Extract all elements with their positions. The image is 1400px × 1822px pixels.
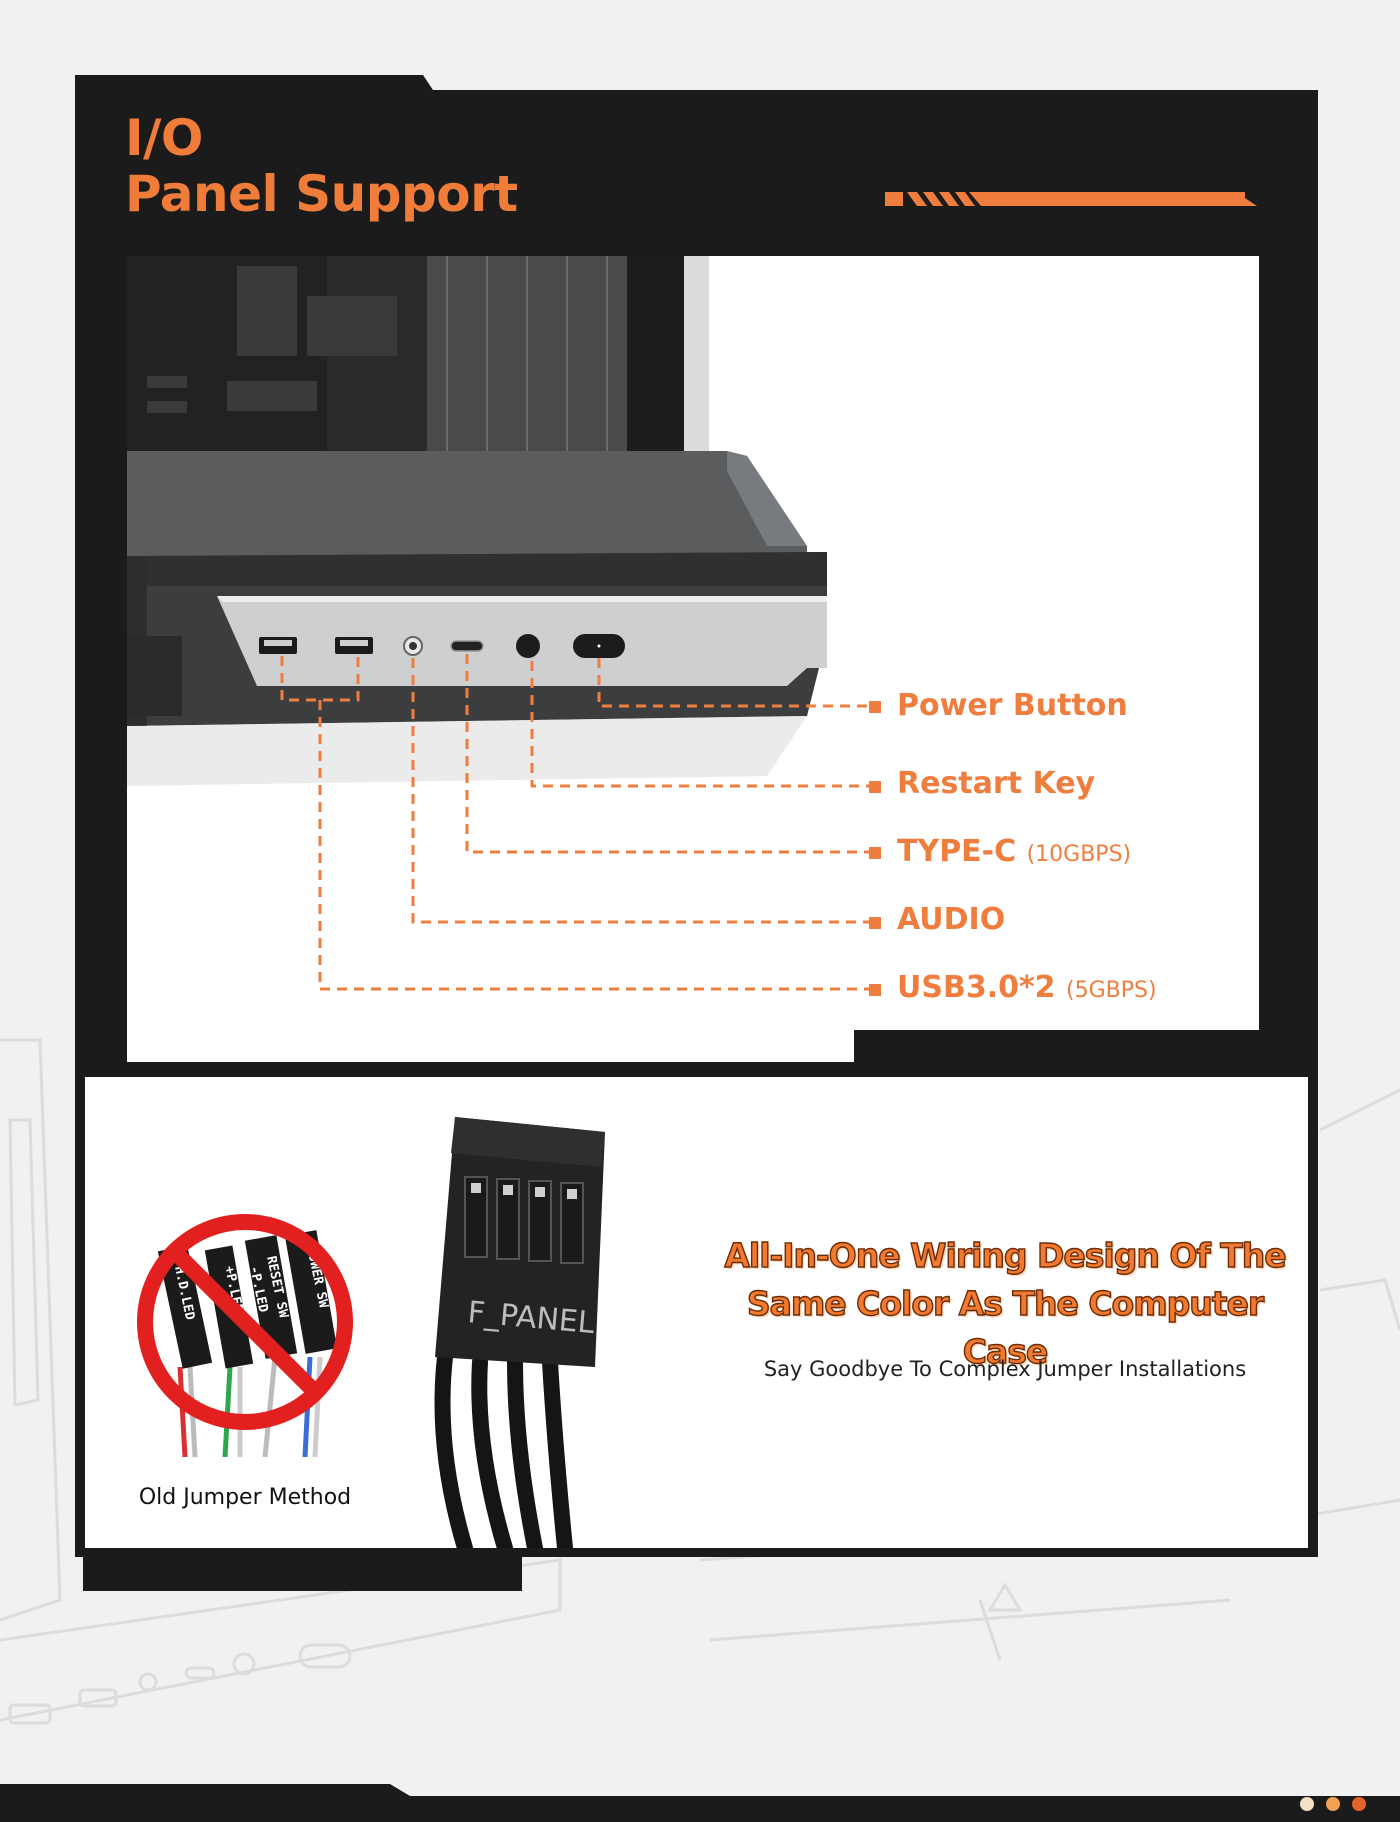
case-illustration	[127, 256, 881, 996]
wiring-panel: H.D.LED +P.LED -P.LED RESET SW POWER SW …	[85, 1077, 1308, 1548]
io-label-typec-spec: (10GBPS)	[1026, 842, 1132, 867]
footer-dot-3	[1352, 1797, 1366, 1811]
io-label-typec: TYPE-C (10GBPS)	[897, 834, 1131, 873]
old-jumper-illustration: H.D.LED +P.LED -P.LED RESET SW POWER SW	[137, 1214, 353, 1458]
io-label-restart: Restart Key	[897, 766, 1095, 802]
f-panel-connector: F_PANEL	[434, 1117, 605, 1548]
decorative-stripe	[885, 192, 1257, 206]
io-label-audio-name: AUDIO	[897, 902, 1006, 937]
io-label-restart-name: Restart Key	[897, 766, 1096, 801]
io-label-power: Power Button	[897, 688, 1128, 724]
wiring-headline-line-2: Same Color As The Computer Case	[746, 1283, 1265, 1371]
io-label-usb-name: USB3.0*2	[897, 970, 1056, 1005]
io-label-usb: USB3.0*2 (5GBPS)	[897, 970, 1157, 1009]
title-line-1: I/O	[125, 109, 203, 167]
io-label-power-name: Power Button	[897, 688, 1128, 723]
wiring-headline-line-1: All-In-One Wiring Design Of The	[724, 1235, 1288, 1275]
io-photo-panel: Power Button Restart Key TYPE-C (10GBPS)…	[127, 256, 1259, 1062]
footer-dot-2	[1326, 1797, 1340, 1811]
io-label-audio: AUDIO	[897, 902, 1005, 938]
io-label-typec-name: TYPE-C	[897, 834, 1017, 869]
old-jumper-label: Old Jumper Method	[138, 1485, 352, 1510]
bottom-dark-bar	[83, 1549, 522, 1591]
title-line-2: Panel Support	[125, 165, 518, 223]
io-label-usb-spec: (5GBPS)	[1066, 978, 1157, 1003]
footer-dot-1	[1300, 1797, 1314, 1811]
prohibited-icon	[137, 1214, 353, 1430]
page-title: I/O Panel Support	[125, 110, 518, 222]
restart-key	[516, 634, 540, 658]
wiring-headline: All-In-One Wiring Design Of The Same Col…	[715, 1232, 1295, 1376]
wiring-subline: Say Goodbye To Complex Jumper Installati…	[763, 1357, 1247, 1381]
type-c-port	[450, 640, 484, 652]
